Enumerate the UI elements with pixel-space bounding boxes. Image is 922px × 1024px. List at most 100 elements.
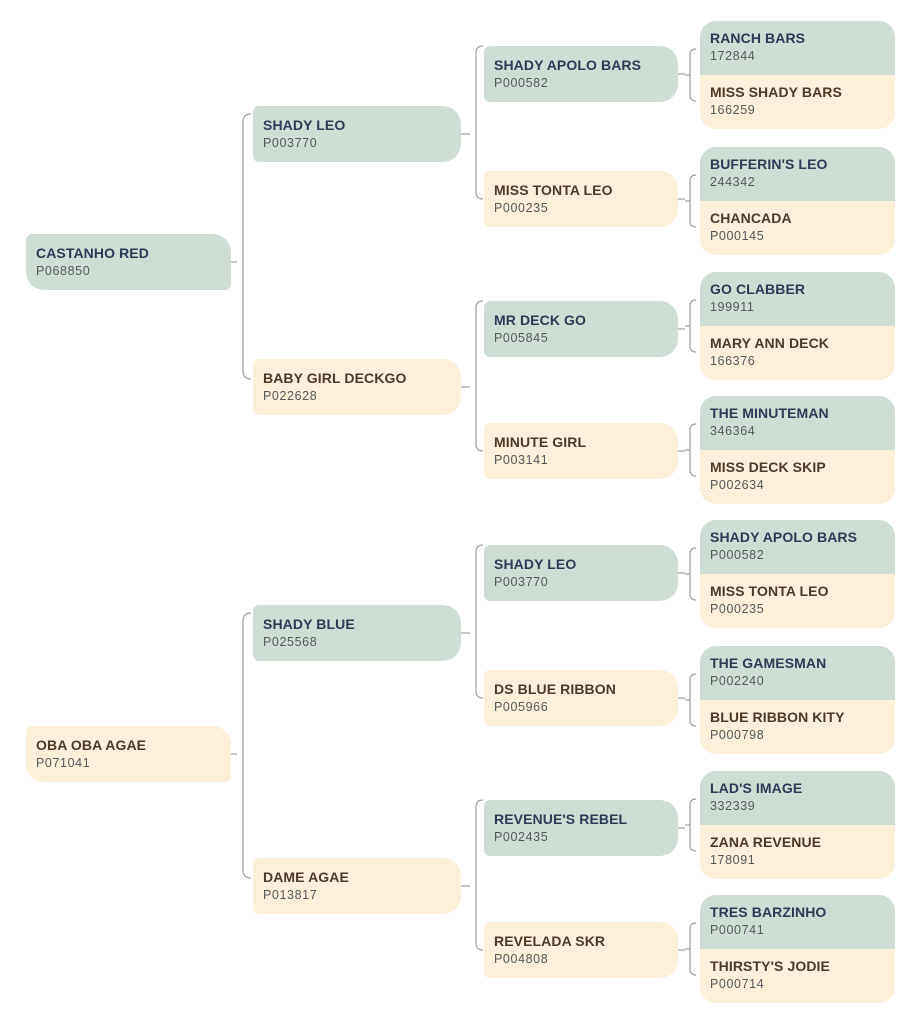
registration-number: 346364	[710, 424, 756, 438]
registration-number: P004808	[494, 952, 549, 966]
horse-name: SHADY APOLO BARS	[710, 529, 858, 545]
registration-number: P000714	[710, 977, 765, 991]
horse-card-sire[interactable]: RANCH BARS 172844	[700, 21, 895, 75]
registration-number: P005966	[494, 700, 549, 714]
horse-name: TRES BARZINHO	[710, 904, 827, 920]
horse-name: MR DECK GO	[494, 312, 586, 328]
horse-name: MARY ANN DECK	[710, 335, 830, 351]
registration-number: P000582	[494, 76, 549, 90]
bracket-connector	[475, 544, 484, 699]
registration-number: P003770	[263, 136, 318, 150]
registration-number: 178091	[710, 853, 756, 867]
horse-name: LAD'S IMAGE	[710, 780, 803, 796]
horse-name: DS BLUE RIBBON	[494, 681, 616, 697]
bracket-connector	[689, 48, 697, 102]
horse-name: MISS SHADY BARS	[710, 84, 842, 100]
registration-number: P000235	[710, 602, 765, 616]
horse-name: ZANA REVENUE	[710, 834, 822, 850]
registration-number: 172844	[710, 49, 756, 63]
horse-card-dam[interactable]: MISS TONTA LEO P000235	[700, 574, 895, 628]
bracket-connector	[475, 799, 484, 951]
bracket-connector	[689, 174, 697, 228]
horse-name: REVELADA SKR	[494, 933, 606, 949]
horse-card-dam[interactable]: MISS SHADY BARS 166259	[700, 75, 895, 129]
registration-number: 166259	[710, 103, 756, 117]
registration-number: P000145	[710, 229, 765, 243]
registration-number: 332339	[710, 799, 756, 813]
registration-number: 166376	[710, 354, 756, 368]
registration-number: P002240	[710, 674, 765, 688]
bracket-connector	[242, 113, 252, 380]
horse-card-dam[interactable]: DS BLUE RIBBON P005966	[484, 670, 678, 726]
registration-number: P005845	[494, 331, 549, 345]
horse-card-sire[interactable]: SHADY APOLO BARS P000582	[484, 46, 678, 102]
horse-card-dam[interactable]: MISS TONTA LEO P000235	[484, 171, 678, 227]
registration-number: P071041	[36, 756, 91, 770]
horse-card-dam[interactable]: BLUE RIBBON KITY P000798	[700, 700, 895, 754]
horse-name: MISS TONTA LEO	[710, 583, 829, 599]
horse-name: THE MINUTEMAN	[710, 405, 829, 421]
registration-number: P025568	[263, 635, 318, 649]
registration-number: P000582	[710, 548, 765, 562]
registration-number: P000798	[710, 728, 765, 742]
horse-card-dam[interactable]: THIRSTY'S JODIE P000714	[700, 949, 895, 1003]
registration-number: P000235	[494, 201, 549, 215]
bracket-connector	[689, 922, 697, 976]
horse-name: SHADY BLUE	[263, 616, 355, 632]
bracket-connector	[475, 300, 484, 452]
horse-card-dam[interactable]: OBA OBA AGAE P071041	[26, 726, 231, 782]
horse-name: MISS TONTA LEO	[494, 182, 613, 198]
horse-card-sire[interactable]: TRES BARZINHO P000741	[700, 895, 895, 949]
horse-card-sire[interactable]: SHADY APOLO BARS P000582	[700, 520, 895, 574]
horse-card-dam[interactable]: CHANCADA P000145	[700, 201, 895, 255]
registration-number: P002634	[710, 478, 765, 492]
registration-number: P022628	[263, 389, 318, 403]
horse-card-sire[interactable]: GO CLABBER 199911	[700, 272, 895, 326]
horse-name: GO CLABBER	[710, 281, 806, 297]
bracket-connector	[242, 612, 252, 879]
registration-number: P002435	[494, 830, 549, 844]
registration-number: 244342	[710, 175, 756, 189]
horse-name: BABY GIRL DECKGO	[263, 370, 407, 386]
horse-card-dam[interactable]: REVELADA SKR P004808	[484, 922, 678, 978]
registration-number: 199911	[710, 300, 755, 314]
registration-number: P003770	[494, 575, 549, 589]
horse-card-sire[interactable]: CASTANHO RED P068850	[26, 234, 231, 290]
horse-name: CASTANHO RED	[36, 245, 149, 261]
horse-name: SHADY APOLO BARS	[494, 57, 642, 73]
horse-card-dam[interactable]: BABY GIRL DECKGO P022628	[253, 359, 461, 415]
horse-card-sire[interactable]: REVENUE'S REBEL P002435	[484, 800, 678, 856]
registration-number: P000741	[710, 923, 765, 937]
horse-name: REVENUE'S REBEL	[494, 811, 628, 827]
registration-number: P003141	[494, 453, 549, 467]
horse-name: THE GAMESMAN	[710, 655, 827, 671]
horse-card-sire[interactable]: MR DECK GO P005845	[484, 301, 678, 357]
horse-name: BUFFERIN'S LEO	[710, 156, 828, 172]
horse-name: RANCH BARS	[710, 30, 806, 46]
horse-name: THIRSTY'S JODIE	[710, 958, 830, 974]
bracket-connector	[689, 547, 697, 601]
horse-card-dam[interactable]: ZANA REVENUE 178091	[700, 825, 895, 879]
horse-card-sire[interactable]: LAD'S IMAGE 332339	[700, 771, 895, 825]
horse-name: OBA OBA AGAE	[36, 737, 147, 753]
horse-card-sire[interactable]: THE MINUTEMAN 346364	[700, 396, 895, 450]
horse-card-dam[interactable]: MINUTE GIRL P003141	[484, 423, 678, 479]
horse-card-sire[interactable]: BUFFERIN'S LEO 244342	[700, 147, 895, 201]
bracket-connector	[689, 423, 697, 477]
horse-name: MINUTE GIRL	[494, 434, 587, 450]
registration-number: P068850	[36, 264, 91, 278]
bracket-connector	[475, 45, 484, 200]
horse-card-sire[interactable]: THE GAMESMAN P002240	[700, 646, 895, 700]
bracket-connector	[689, 798, 697, 852]
horse-name: BLUE RIBBON KITY	[710, 709, 845, 725]
horse-card-sire[interactable]: SHADY BLUE P025568	[253, 605, 461, 661]
registration-number: P013817	[263, 888, 318, 902]
horse-name: CHANCADA	[710, 210, 792, 226]
bracket-connector	[689, 673, 697, 727]
horse-card-dam[interactable]: MARY ANN DECK 166376	[700, 326, 895, 380]
bracket-connector	[689, 299, 697, 353]
